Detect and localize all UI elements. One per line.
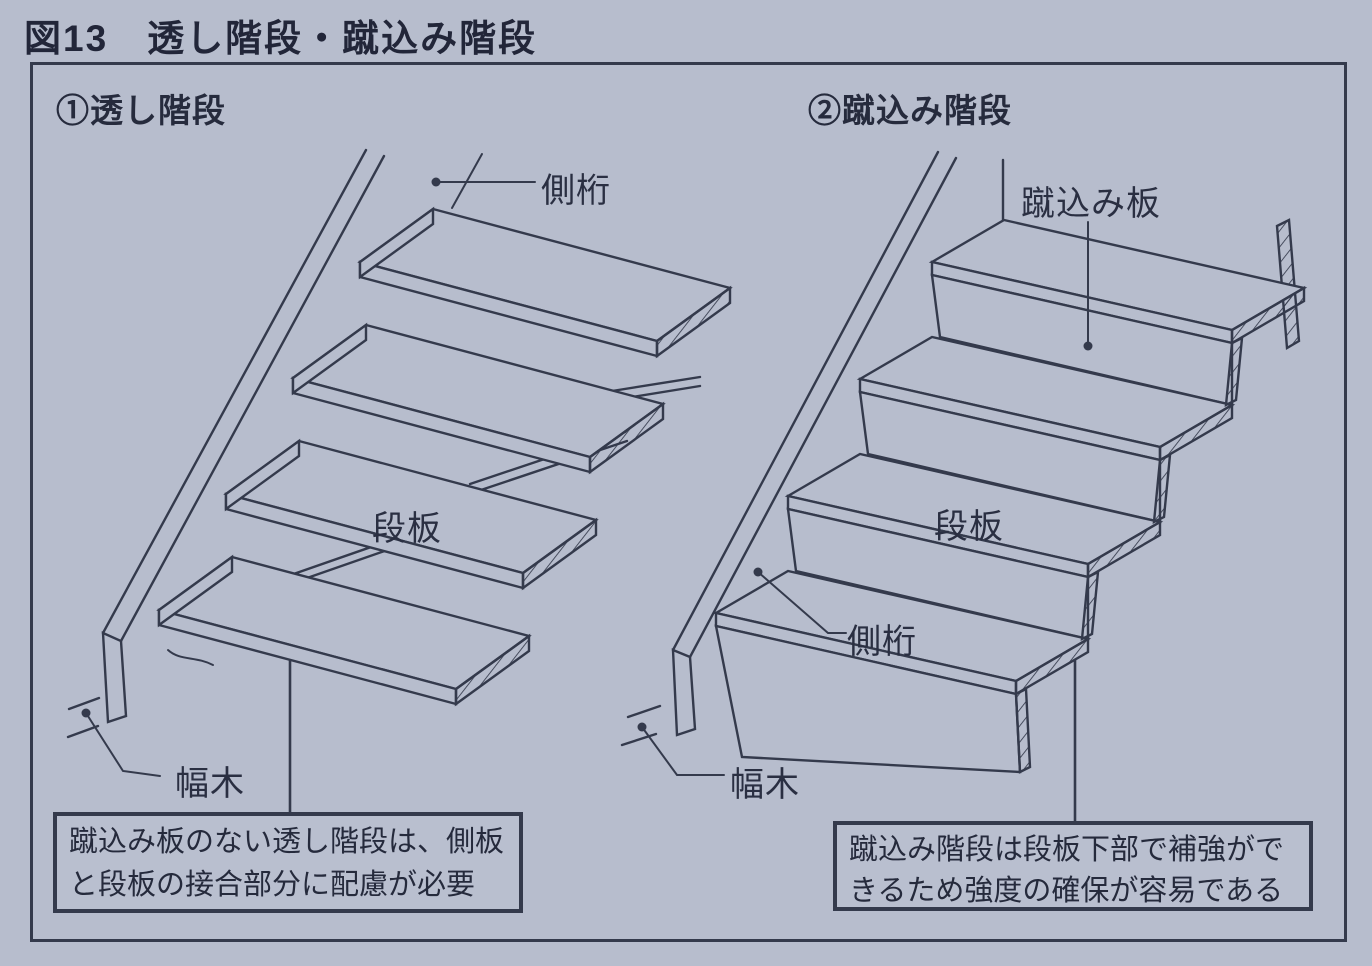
right-tread-label: 段板 — [934, 508, 1004, 546]
right-note-line-1: 蹴込み階段は段板下部で補強がで — [849, 834, 1285, 866]
diagram-frame — [30, 62, 1347, 942]
left-staircase-drawing — [66, 148, 733, 816]
left-baseboard-label: 幅木 — [175, 765, 245, 803]
left-tread-label: 段板 — [372, 510, 442, 548]
right-baseboard — [620, 648, 697, 747]
right-steps — [712, 218, 1308, 774]
left-note-box: 蹴込み板のない透し階段は、側板 と段板の接合部分に配慮が必要 — [53, 812, 523, 913]
right-staircase-drawing — [620, 150, 1308, 825]
right-panel-heading: ②蹴込み階段 — [808, 92, 1012, 129]
left-treads — [156, 206, 733, 707]
right-stringer — [671, 150, 958, 659]
left-note-line-2: と段板の接合部分に配慮が必要 — [69, 869, 476, 901]
left-stringer-label: 側桁 — [541, 172, 611, 210]
right-stringer-label: 側桁 — [847, 623, 917, 661]
left-note-line-1: 蹴込み板のない透し階段は、側板 — [69, 826, 505, 858]
left-leaders — [81, 153, 536, 816]
left-panel-heading: ①透し階段 — [56, 92, 226, 129]
right-note-line-2: きるため強度の確保が容易である — [849, 875, 1284, 907]
right-note-box: 蹴込み階段は段板下部で補強がで きるため強度の確保が容易である — [833, 821, 1313, 911]
left-baseboard — [66, 631, 128, 739]
figure-title: 図13 透し階段・蹴込み階段 — [24, 18, 538, 59]
right-baseboard-label: 幅木 — [730, 766, 800, 804]
left-stringer — [101, 148, 386, 666]
right-riser-board-label: 蹴込み板 — [1021, 185, 1161, 223]
right-leaders — [637, 221, 1093, 825]
